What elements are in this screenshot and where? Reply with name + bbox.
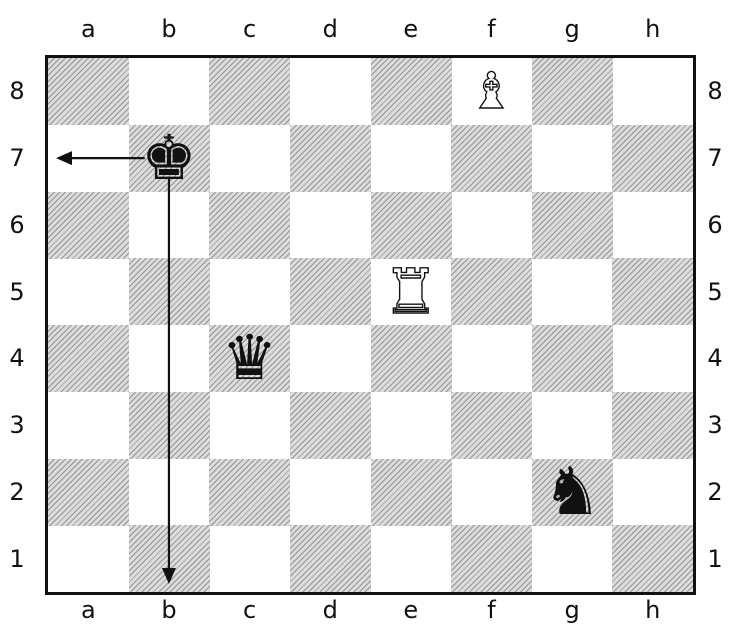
square-a6[interactable] — [48, 192, 129, 259]
rank-label-right-1: 1 — [700, 547, 730, 571]
square-f4[interactable] — [451, 325, 532, 392]
square-a5[interactable] — [48, 258, 129, 325]
square-b1[interactable] — [129, 525, 210, 592]
rank-label-right-7: 7 — [700, 146, 730, 170]
rank-label-left-3: 3 — [2, 413, 32, 437]
rank-label-right-8: 8 — [700, 79, 730, 103]
square-f1[interactable] — [451, 525, 532, 592]
white-bishop-icon[interactable]: ♝ — [451, 58, 532, 125]
file-label-top-a: a — [68, 17, 108, 41]
square-e7[interactable] — [371, 125, 452, 192]
rank-label-right-5: 5 — [700, 280, 730, 304]
file-label-top-d: d — [310, 17, 350, 41]
square-b8[interactable] — [129, 58, 210, 125]
file-label-bottom-a: a — [68, 598, 108, 622]
rank-label-right-2: 2 — [700, 480, 730, 504]
square-d7[interactable] — [290, 125, 371, 192]
square-h6[interactable] — [612, 192, 693, 259]
square-c6[interactable] — [209, 192, 290, 259]
square-a3[interactable] — [48, 392, 129, 459]
square-a8[interactable] — [48, 58, 129, 125]
square-d2[interactable] — [290, 459, 371, 526]
square-g3[interactable] — [532, 392, 613, 459]
square-b3[interactable] — [129, 392, 210, 459]
square-e1[interactable] — [371, 525, 452, 592]
square-f2[interactable] — [451, 459, 532, 526]
square-d8[interactable] — [290, 58, 371, 125]
rank-label-left-7: 7 — [2, 146, 32, 170]
file-label-top-f: f — [471, 17, 511, 41]
square-c8[interactable] — [209, 58, 290, 125]
square-h7[interactable] — [612, 125, 693, 192]
square-c5[interactable] — [209, 258, 290, 325]
square-c7[interactable] — [209, 125, 290, 192]
chessboard: ♝ ♚ ♜ ♛ ♞ — [45, 55, 696, 595]
file-label-bottom-f: f — [471, 598, 511, 622]
square-c2[interactable] — [209, 459, 290, 526]
square-f7[interactable] — [451, 125, 532, 192]
square-e2[interactable] — [371, 459, 452, 526]
square-h3[interactable] — [612, 392, 693, 459]
square-c1[interactable] — [209, 525, 290, 592]
rank-label-left-5: 5 — [2, 280, 32, 304]
rank-label-left-4: 4 — [2, 346, 32, 370]
square-b6[interactable] — [129, 192, 210, 259]
square-h8[interactable] — [612, 58, 693, 125]
square-g4[interactable] — [532, 325, 613, 392]
file-label-top-e: e — [391, 17, 431, 41]
rank-label-left-1: 1 — [2, 547, 32, 571]
black-queen-icon[interactable]: ♛ — [209, 325, 290, 392]
square-a7[interactable] — [48, 125, 129, 192]
square-g5[interactable] — [532, 258, 613, 325]
rank-label-right-3: 3 — [700, 413, 730, 437]
square-f5[interactable] — [451, 258, 532, 325]
file-label-bottom-d: d — [310, 598, 350, 622]
square-h4[interactable] — [612, 325, 693, 392]
square-d4[interactable] — [290, 325, 371, 392]
file-label-bottom-b: b — [149, 598, 189, 622]
rank-label-right-6: 6 — [700, 213, 730, 237]
square-e4[interactable] — [371, 325, 452, 392]
file-label-top-b: b — [149, 17, 189, 41]
square-h2[interactable] — [612, 459, 693, 526]
file-label-top-c: c — [230, 17, 270, 41]
square-c3[interactable] — [209, 392, 290, 459]
square-d1[interactable] — [290, 525, 371, 592]
square-b4[interactable] — [129, 325, 210, 392]
square-f3[interactable] — [451, 392, 532, 459]
rank-label-left-2: 2 — [2, 480, 32, 504]
square-e3[interactable] — [371, 392, 452, 459]
square-d5[interactable] — [290, 258, 371, 325]
white-rook-icon[interactable]: ♜ — [371, 258, 452, 325]
square-g6[interactable] — [532, 192, 613, 259]
file-label-bottom-c: c — [230, 598, 270, 622]
square-d3[interactable] — [290, 392, 371, 459]
square-a1[interactable] — [48, 525, 129, 592]
square-b5[interactable] — [129, 258, 210, 325]
rank-label-left-6: 6 — [2, 213, 32, 237]
file-label-top-g: g — [552, 17, 592, 41]
square-h1[interactable] — [612, 525, 693, 592]
square-a4[interactable] — [48, 325, 129, 392]
square-f6[interactable] — [451, 192, 532, 259]
rank-label-left-8: 8 — [2, 79, 32, 103]
square-h5[interactable] — [612, 258, 693, 325]
square-d6[interactable] — [290, 192, 371, 259]
file-label-top-h: h — [633, 17, 673, 41]
square-g8[interactable] — [532, 58, 613, 125]
file-label-bottom-g: g — [552, 598, 592, 622]
square-e6[interactable] — [371, 192, 452, 259]
file-label-bottom-h: h — [633, 598, 673, 622]
file-label-bottom-e: e — [391, 598, 431, 622]
square-g1[interactable] — [532, 525, 613, 592]
square-e8[interactable] — [371, 58, 452, 125]
black-knight-icon[interactable]: ♞ — [532, 459, 613, 526]
square-b2[interactable] — [129, 459, 210, 526]
square-g7[interactable] — [532, 125, 613, 192]
rank-label-right-4: 4 — [700, 346, 730, 370]
black-king-icon[interactable]: ♚ — [129, 125, 210, 192]
square-a2[interactable] — [48, 459, 129, 526]
